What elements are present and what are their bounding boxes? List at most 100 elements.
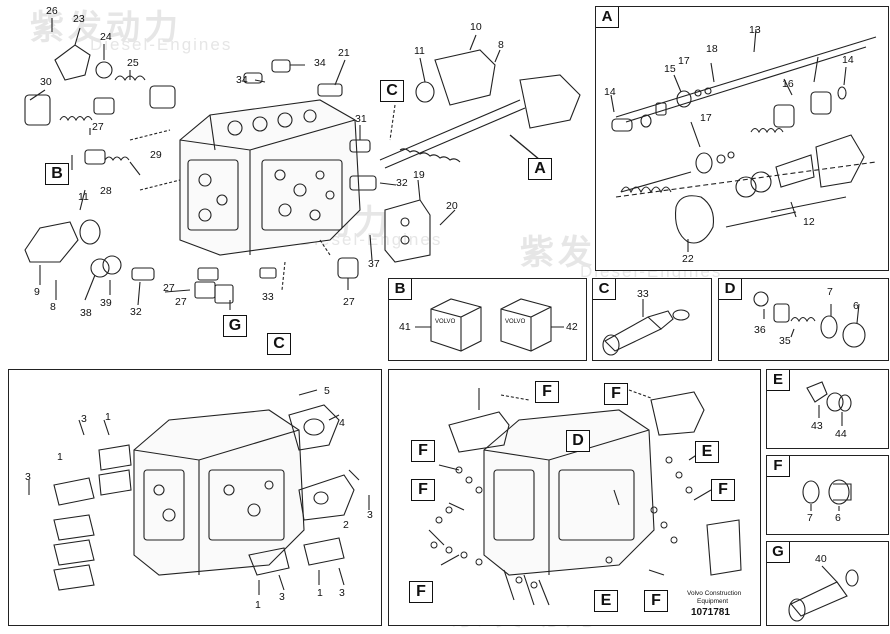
callout-f: F: [411, 440, 435, 462]
part-number: 27: [343, 296, 355, 308]
panel-e-drawing: [806, 381, 852, 426]
part-number: 27: [163, 282, 175, 294]
callout-f: F: [409, 581, 433, 603]
part-number: 3: [25, 471, 31, 483]
panel-label: C: [593, 279, 616, 300]
part-number: 23: [73, 13, 85, 25]
part-number: 1: [105, 411, 111, 423]
part-number: 34: [236, 74, 248, 86]
part-number: 19: [413, 169, 425, 181]
callout-c: C: [380, 80, 404, 102]
part-number: 1: [57, 451, 63, 463]
part-number: 8: [50, 301, 56, 313]
part-number: 12: [803, 216, 815, 228]
main-exploded-view: 26 23 24 25 30 27 29 28 11 9 8 38 39 32 …: [0, 0, 590, 365]
panel-a-drawing: [610, 28, 877, 252]
callout-d: D: [566, 430, 590, 452]
part-number: 3: [81, 413, 87, 425]
callout-a: A: [528, 158, 552, 180]
part-number: 41: [399, 321, 411, 333]
part-number: 27: [175, 296, 187, 308]
part-number: 21: [338, 47, 350, 59]
panel-label: D: [719, 279, 742, 300]
part-number: 7: [807, 512, 813, 524]
callout-c: C: [267, 333, 291, 355]
part-number: 44: [835, 428, 847, 440]
part-number: 38: [80, 307, 92, 319]
part-number: 37: [368, 258, 380, 270]
detail-panel-b: B VOLVO VOLVO 41 42: [388, 278, 587, 361]
detail-panel-c: C 33: [592, 278, 712, 361]
part-number: 24: [100, 31, 112, 43]
caption-company: Volvo Construction Equipment: [687, 590, 741, 606]
panel-f-drawing: [802, 479, 852, 511]
detail-panel-g: G 40: [766, 541, 889, 626]
part-number: 14: [842, 54, 854, 66]
callout-e: E: [594, 590, 618, 612]
callout-f: F: [535, 381, 559, 403]
part-number: 39: [100, 297, 112, 309]
part-number: 27: [92, 121, 104, 133]
part-number: 43: [811, 420, 823, 432]
part-number: 15: [664, 63, 676, 75]
box-brand-text: VOLVO: [435, 319, 456, 325]
callout-f: F: [604, 383, 628, 405]
part-number: 31: [355, 113, 367, 125]
detail-panel-e: E 43 44: [766, 369, 889, 449]
fitting-panel-drawing: [428, 388, 742, 606]
panel-b-drawing: [415, 298, 564, 352]
callout-f: F: [411, 479, 435, 501]
part-number: 16: [782, 78, 794, 90]
part-number: 42: [566, 321, 578, 333]
part-number: 25: [127, 57, 139, 69]
part-number: 26: [46, 5, 58, 17]
detail-panel-d: D 7 6 36 35: [718, 278, 889, 361]
part-number: 34: [314, 57, 326, 69]
flange-panel: 5 4 3 1 3 1 3 2 3 1 3 1: [8, 369, 382, 626]
part-number: 8: [498, 39, 504, 51]
part-number: 11: [414, 45, 425, 57]
part-number: 32: [130, 306, 142, 318]
callout-f: F: [711, 479, 735, 501]
part-number: 7: [827, 286, 833, 298]
part-number: 32: [396, 177, 408, 189]
part-number: 18: [706, 43, 718, 55]
part-number: 14: [604, 86, 616, 98]
panel-label: A: [596, 7, 619, 28]
part-number: 3: [339, 587, 345, 599]
panel-c-drawing: [602, 299, 690, 356]
part-number: 35: [779, 335, 791, 347]
part-number: 22: [682, 253, 694, 265]
document-number: 1071781: [691, 607, 730, 618]
part-number: 5: [324, 385, 330, 397]
part-number: 17: [700, 112, 712, 124]
part-number: 11: [78, 191, 89, 203]
part-number: 33: [262, 291, 274, 303]
part-number: 1: [317, 587, 323, 599]
part-number: 29: [150, 149, 162, 161]
part-number: 10: [470, 21, 482, 33]
detail-panel-f: F 7 6: [766, 455, 889, 535]
caption-line: Volvo Construction: [687, 590, 742, 597]
panel-label: E: [767, 370, 790, 391]
part-number: 28: [100, 185, 112, 197]
flange-panel-drawing: [28, 389, 370, 595]
part-number: 3: [279, 591, 285, 603]
callout-f: F: [644, 590, 668, 612]
callout-e: E: [695, 441, 719, 463]
panel-g-drawing: [788, 565, 859, 622]
part-number: 3: [367, 509, 373, 521]
detail-panel-a: A 13 14 15: [595, 6, 889, 271]
part-number: 33: [637, 288, 649, 300]
callout-g: G: [223, 315, 247, 337]
caption-line: Equipment: [697, 598, 729, 605]
panel-label: B: [389, 279, 412, 300]
part-number: 36: [754, 324, 766, 336]
part-number: 17: [678, 55, 690, 67]
part-number: 30: [40, 76, 52, 88]
callout-b: B: [45, 163, 69, 185]
part-number: 2: [343, 519, 349, 531]
box-brand-text: VOLVO: [505, 319, 526, 325]
part-number: 40: [815, 553, 827, 565]
part-number: 6: [835, 512, 841, 524]
